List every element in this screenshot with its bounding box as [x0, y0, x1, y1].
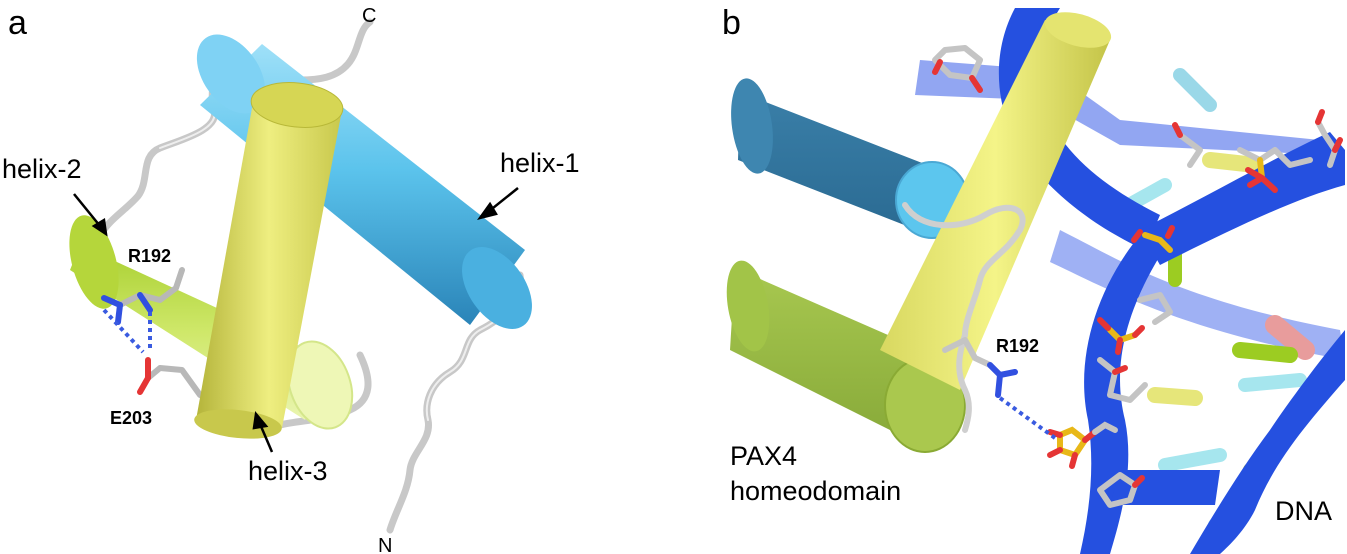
- helix-1-label: helix-1: [500, 148, 580, 178]
- r192-label-b: R192: [996, 336, 1039, 356]
- homeodomain-label: homeodomain: [730, 476, 901, 506]
- helix-2-label: helix-2: [2, 154, 82, 184]
- n-terminus-label: N: [378, 535, 392, 554]
- dna-label: DNA: [1275, 496, 1332, 526]
- pax4-loops: [902, 202, 1026, 433]
- dna-sticks: [932, 45, 1343, 508]
- pax4-helix-3: [880, 12, 1112, 390]
- helix-3-label: helix-3: [248, 456, 328, 486]
- panel-a-letter: a: [8, 4, 27, 42]
- hbonds-a: [102, 308, 152, 354]
- pax4-helix-1: [731, 78, 969, 239]
- panel-b: b: [722, 4, 1345, 554]
- residue-sticks-a: [101, 267, 203, 398]
- phosphate-contact: [1047, 421, 1118, 469]
- arrows-a: [73, 187, 519, 453]
- panel-b-letter: b: [722, 4, 741, 42]
- helix-3-cylinder: [194, 82, 344, 439]
- hbond-b: [998, 396, 1057, 440]
- panel-a: a: [2, 4, 580, 554]
- c-terminus-label: C: [362, 5, 376, 27]
- pax4-label: PAX4: [730, 441, 797, 471]
- r192-label-a: R192: [128, 246, 171, 266]
- e203-label: E203: [110, 408, 152, 428]
- r192-sticks-b: [942, 337, 1018, 398]
